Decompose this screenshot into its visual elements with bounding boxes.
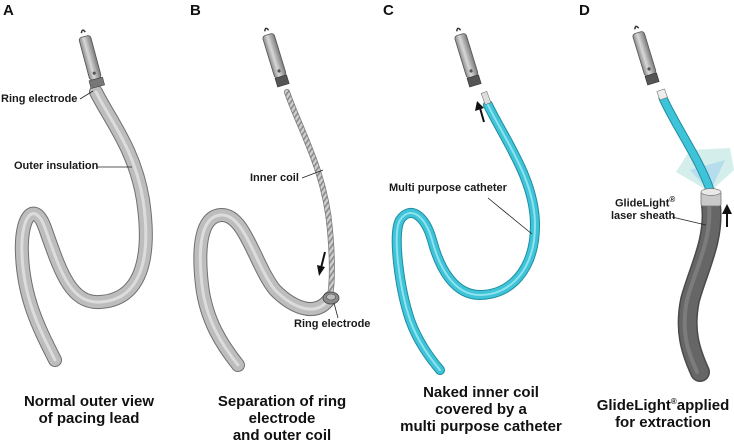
panel-a-lead-body <box>15 86 152 366</box>
panel-letter-b: B <box>190 2 201 19</box>
panel-a-connector <box>78 29 105 89</box>
label-glidelight: GlideLight® <box>615 195 675 210</box>
panel-d-direction-arrow <box>722 204 732 227</box>
caption-a-line-2: of pacing lead <box>38 410 140 427</box>
panel-c-direction-arrow <box>475 101 485 123</box>
panel-d-connector <box>632 25 660 86</box>
caption-a-line-1: Normal outer view <box>23 393 155 410</box>
label-outer-insulation: Outer insulation <box>14 160 99 172</box>
caption-d: GlideLight®applied for extraction <box>592 393 734 431</box>
caption-d-line-1: GlideLight®applied <box>592 393 734 414</box>
panel-c-illustration <box>391 27 541 375</box>
panel-letter-a: A <box>3 2 14 19</box>
panel-b-connector <box>262 27 290 88</box>
panel-b-direction-arrow <box>317 251 326 276</box>
caption-c-line-2: covered by a <box>435 401 527 418</box>
panel-letter-d: D <box>579 2 590 19</box>
label-inner-coil: Inner coil <box>250 172 299 184</box>
caption-d-brand: GlideLight <box>596 397 671 414</box>
caption-a: Normal outer view of pacing lead <box>14 393 164 427</box>
panel-letter-c: C <box>383 2 394 19</box>
label-ring-electrode-a: Ring electrode <box>1 93 78 105</box>
caption-b-line-2: and outer coil <box>232 427 332 444</box>
caption-c-line-3: multi purpose catheter <box>400 418 562 435</box>
panel-a-ring-electrode-band <box>88 76 105 89</box>
label-ring-electrode-b: Ring electrode <box>294 318 371 330</box>
label-multi-purpose-catheter: Multi purpose catheter <box>389 182 507 194</box>
panel-a-ring-electrode-leader <box>79 90 94 100</box>
caption-c: Naked inner coil covered by a multi purp… <box>393 384 569 435</box>
label-glidelight-name: GlideLight <box>615 197 670 210</box>
panel-c-catheter-leader <box>487 197 533 235</box>
panel-b-outer-lead-body <box>194 208 336 371</box>
panel-b-inner-coil-leader <box>301 169 324 179</box>
panel-c-connector <box>454 27 482 88</box>
caption-d-applied: applied <box>676 397 730 414</box>
label-laser-sheath: laser sheath <box>611 210 676 222</box>
caption-b-line-1: Separation of ring electrode <box>217 393 347 427</box>
caption-c-line-1: Naked inner coil <box>423 384 539 401</box>
panel-d-sheath-leader <box>671 216 707 226</box>
registered-mark: ® <box>669 195 676 204</box>
panel-d-illustration <box>632 25 734 382</box>
caption-d-registered-mark: ® <box>670 397 677 406</box>
caption-d-line-2: for extraction <box>615 414 711 431</box>
panel-a-illustration <box>14 29 153 367</box>
panel-b-illustration <box>193 27 340 372</box>
panel-b-ring-electrode-leader <box>333 302 339 319</box>
caption-b: Separation of ring electrode and outer c… <box>184 393 380 444</box>
